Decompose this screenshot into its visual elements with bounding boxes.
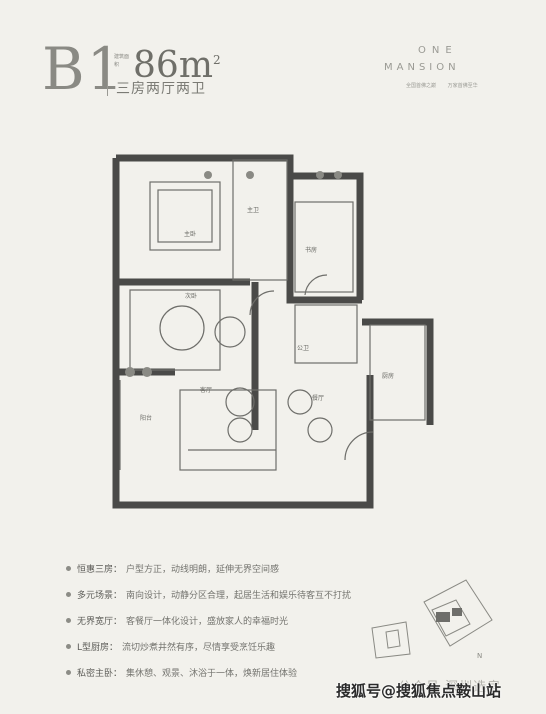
feature-item: L型厨房：流切炒煮井然有序，尽情享受烹饪乐趣 [66, 633, 351, 659]
feature-item: 无界宽厅：客餐厅一体化设计，盛放家人的幸福时光 [66, 607, 351, 633]
label-bath1: 主卫 [247, 206, 259, 214]
area-unit: m [178, 45, 213, 86]
label-master: 主卧 [184, 230, 196, 238]
area-unit-sup: 2 [212, 53, 221, 67]
feature-item: 私密主卧：集休憩、观景、沐浴于一体，焕新居住体验 [66, 659, 351, 685]
bullet-icon [66, 643, 71, 649]
room-config: 三房两厅两卫 [116, 81, 206, 97]
label-living: 客厅 [200, 386, 212, 394]
label-balcony: 阳台 [140, 414, 152, 422]
brand-slogan: 全国首佛之巅 万家首佛至华 [406, 83, 478, 89]
divider [107, 46, 108, 96]
unit-area: 86m2 [133, 40, 221, 86]
label-bath2: 公卫 [297, 345, 309, 352]
area-label: 建筑面积 [114, 54, 130, 68]
feature-item: 多元场景：南向设计，动静分区合理，起居生活和娱乐待客互不打扰 [66, 581, 351, 607]
area-value: 86 [133, 45, 179, 86]
unit-code: B1 [42, 35, 126, 103]
site-minimap [371, 579, 493, 659]
north-arrow-icon: N [477, 652, 483, 660]
watermark: 公众号 深圳选房 [398, 680, 502, 695]
bullet-icon [66, 565, 71, 571]
bullet-icon [66, 669, 71, 675]
brand-line-1: ONE [418, 45, 458, 56]
brand-line-2: MANSION [384, 62, 460, 73]
watermark-overlay: 搜狐号@搜狐焦点鞍山站 [336, 682, 502, 700]
label-third: 书房 [305, 246, 317, 254]
label-kitchen: 厨房 [382, 372, 394, 380]
feature-list: 恒惠三房：户型方正，动线明朗，延伸无界空间感 多元场景：南向设计，动静分区合理，… [66, 555, 351, 685]
bullet-icon [66, 617, 71, 623]
feature-item: 恒惠三房：户型方正，动线明朗，延伸无界空间感 [66, 555, 351, 581]
bullet-icon [66, 591, 71, 597]
label-dining: 餐厅 [312, 394, 324, 402]
label-second: 次卧 [185, 292, 197, 300]
floor-plan: 主卧 次卧 书房 主卫 公卫 客厅 餐厅 厨房 阳台 [112, 154, 434, 509]
